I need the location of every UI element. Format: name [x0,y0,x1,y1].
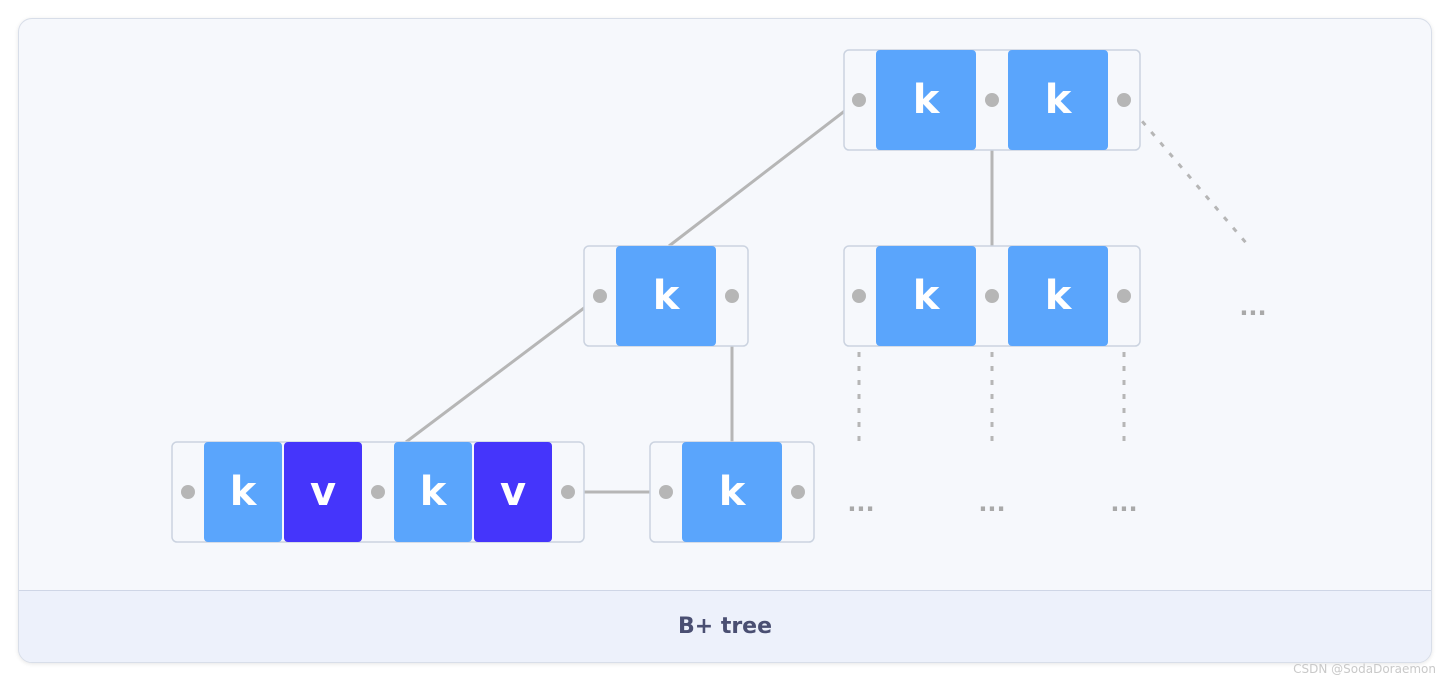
key-label: k [913,273,941,319]
key-label: k [653,273,681,319]
caption-bar: B+ tree [19,590,1431,662]
edge-internal-to-leaf-1 [405,294,601,444]
key-box [1008,246,1108,346]
pointer-dot [659,485,673,499]
value-label: v [500,469,526,515]
pointer-dot [852,289,866,303]
pointer-dot [181,485,195,499]
key-box [1008,50,1108,150]
value-box [474,442,552,542]
ellipsis: ... [1110,489,1137,517]
pointer-dot [791,485,805,499]
diagram-card: k k k k k [18,18,1432,663]
value-label: v [310,469,336,515]
key-box [876,50,976,150]
pointer-dot [1117,93,1131,107]
key-label: k [913,77,941,123]
pointer-dot [725,289,739,303]
key-box [876,246,976,346]
key-box [394,442,472,542]
watermark: CSDN @SodaDoraemon [1293,662,1436,676]
key-label: k [1045,77,1073,123]
ellipsis: ... [1239,293,1266,321]
internal-node-right: k k [843,245,1141,347]
key-label: k [1045,273,1073,319]
diagram-caption: B+ tree [677,614,773,639]
key-label: k [420,469,448,515]
key-box [204,442,282,542]
bplus-tree-diagram: k k k k k [171,49,1267,543]
ellipsis: ... [847,489,874,517]
internal-node-left: k [583,245,749,347]
key-box [616,246,716,346]
value-box [284,442,362,542]
key-label: k [719,469,747,515]
pointer-dot [985,289,999,303]
edge-root-to-internal [668,98,860,248]
pointer-dot [985,93,999,107]
key-label: k [230,469,258,515]
pointer-dot [852,93,866,107]
ellipsis: ... [978,489,1005,517]
pointer-dot [593,289,607,303]
pointer-dot [561,485,575,499]
pointer-dot [1117,289,1131,303]
key-box [682,442,782,542]
pointer-dot [371,485,385,499]
leaf-node-kv: k v k v [171,441,585,543]
edge-root-to-more-dashed [1122,99,1249,245]
leaf-node-k: k [649,441,815,543]
root-node: k k [843,49,1141,151]
